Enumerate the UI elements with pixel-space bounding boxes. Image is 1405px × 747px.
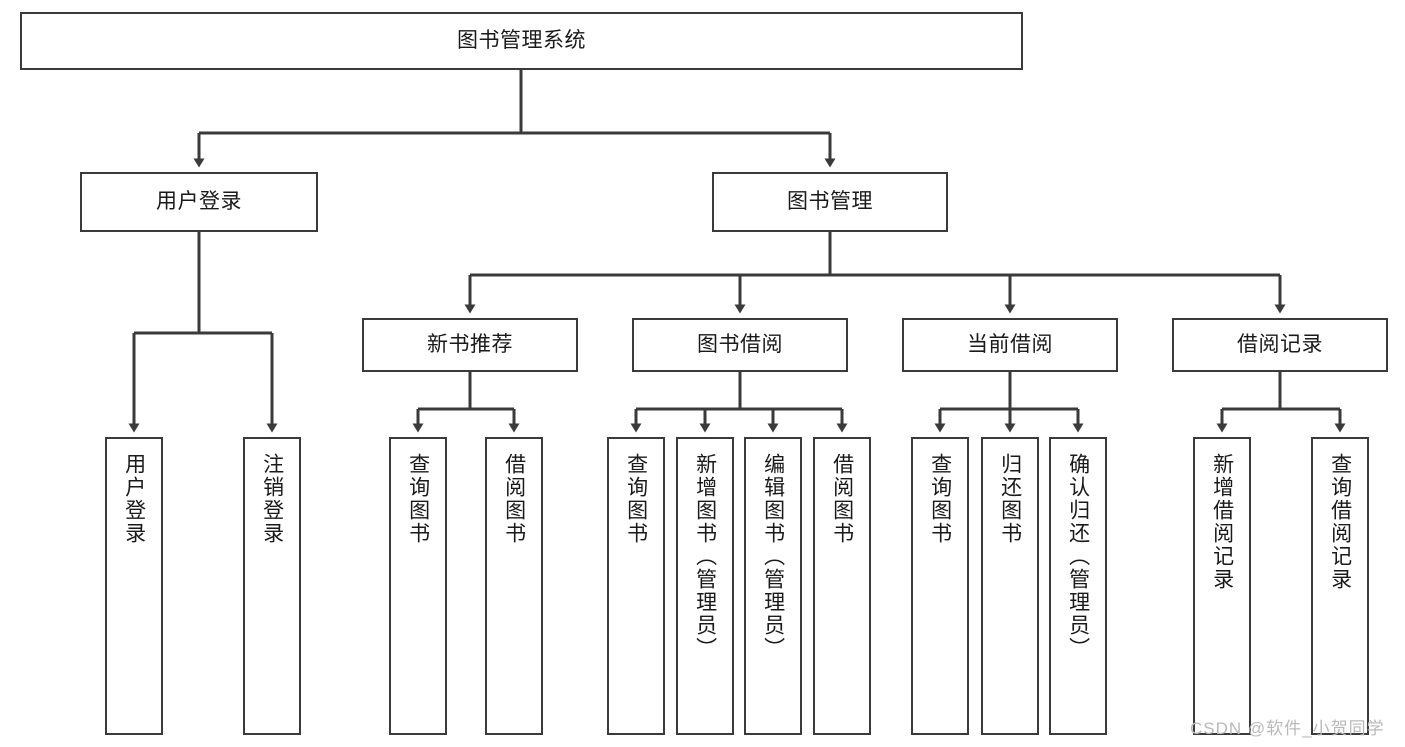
node-book-borrow[interactable]: 图书借阅: [632, 318, 848, 372]
leaf-borrow-book-2[interactable]: 借阅图书: [813, 437, 871, 735]
leaf-query-book-1[interactable]: 查询图书: [389, 437, 447, 735]
leaf-add-borrow-record[interactable]: 新增借阅记录: [1193, 437, 1251, 735]
leaf-query-book-3-label: 查询图书: [928, 453, 952, 545]
leaf-borrow-book-2-label: 借阅图书: [830, 453, 854, 545]
node-current-borrow[interactable]: 当前借阅: [902, 318, 1118, 372]
leaf-query-borrow-record[interactable]: 查询借阅记录: [1311, 437, 1369, 735]
leaf-add-borrow-record-label: 新增借阅记录: [1210, 453, 1234, 591]
leaf-add-book-label: 新增图书（管理员）: [693, 453, 717, 660]
node-root[interactable]: 图书管理系统: [20, 12, 1023, 70]
node-new-book-recommend-label: 新书推荐: [427, 333, 513, 357]
leaf-return-book-label: 归还图书: [998, 453, 1022, 545]
leaf-confirm-return-label: 确认归还（管理员）: [1066, 453, 1090, 660]
leaf-return-book[interactable]: 归还图书: [981, 437, 1039, 735]
node-borrow-record-label: 借阅记录: [1237, 333, 1323, 357]
node-user-login-label: 用户登录: [156, 190, 242, 214]
leaf-edit-book-label: 编辑图书（管理员）: [761, 453, 785, 660]
leaf-query-book-2[interactable]: 查询图书: [607, 437, 665, 735]
leaf-query-book-1-label: 查询图书: [406, 453, 430, 545]
node-book-manage-label: 图书管理: [787, 190, 873, 214]
leaf-edit-book[interactable]: 编辑图书（管理员）: [744, 437, 802, 735]
node-user-login[interactable]: 用户登录: [80, 172, 318, 232]
leaf-query-book-2-label: 查询图书: [624, 453, 648, 545]
leaf-add-book[interactable]: 新增图书（管理员）: [676, 437, 734, 735]
leaf-query-borrow-record-label: 查询借阅记录: [1328, 453, 1352, 591]
leaf-logout-login[interactable]: 注销登录: [243, 437, 301, 735]
leaf-query-book-3[interactable]: 查询图书: [911, 437, 969, 735]
leaf-user-login[interactable]: 用户登录: [105, 437, 163, 735]
node-book-manage[interactable]: 图书管理: [712, 172, 948, 232]
leaf-borrow-book-1[interactable]: 借阅图书: [485, 437, 543, 735]
leaf-confirm-return[interactable]: 确认归还（管理员）: [1049, 437, 1107, 735]
node-new-book-recommend[interactable]: 新书推荐: [362, 318, 578, 372]
node-root-label: 图书管理系统: [457, 29, 586, 53]
csdn-watermark: CSDN @软件_小贺同学: [1190, 719, 1385, 738]
node-current-borrow-label: 当前借阅: [967, 333, 1053, 357]
node-book-borrow-label: 图书借阅: [697, 333, 783, 357]
leaf-borrow-book-1-label: 借阅图书: [502, 453, 526, 545]
leaf-user-login-label: 用户登录: [122, 453, 146, 545]
node-borrow-record[interactable]: 借阅记录: [1172, 318, 1388, 372]
leaf-logout-login-label: 注销登录: [260, 453, 284, 545]
